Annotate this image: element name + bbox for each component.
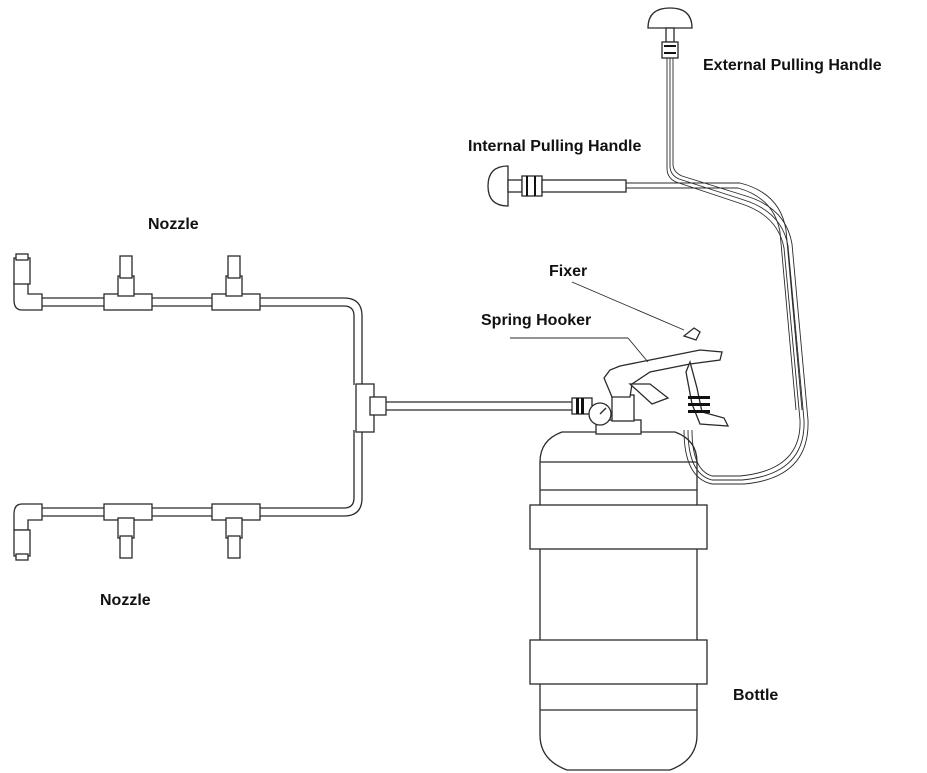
pull-knob-icon <box>487 165 509 207</box>
external-pulling-handle <box>647 7 693 59</box>
manifold <box>260 297 387 517</box>
label-bottle: Bottle <box>733 687 779 704</box>
valve-assembly <box>571 327 730 427</box>
fixer-leader-line <box>571 281 685 331</box>
nozzle-6-icon <box>227 535 241 559</box>
pull-cables <box>625 58 809 485</box>
label-nozzle-top: Nozzle <box>148 216 199 233</box>
fixer-clip <box>682 327 701 341</box>
bottle <box>529 419 708 771</box>
nozzle-5-icon <box>119 535 133 559</box>
discharge-pipe <box>384 401 572 411</box>
label-spring-hooker: Spring Hooker <box>481 312 592 329</box>
nozzle-3-icon <box>227 255 241 279</box>
label-internal-pulling-handle: Internal Pulling Handle <box>468 138 642 155</box>
label-nozzle-bottom: Nozzle <box>100 592 151 609</box>
t-handle-icon <box>647 7 693 29</box>
label-fixer: Fixer <box>549 263 588 280</box>
spring-hooker <box>603 349 723 398</box>
nozzle-2-icon <box>119 255 133 279</box>
nozzle-branch-bottom <box>13 503 261 561</box>
nozzle-4-icon <box>13 529 31 557</box>
internal-pulling-handle <box>487 165 627 207</box>
nozzle-branch-top <box>13 253 261 311</box>
nozzle-1-icon <box>13 257 31 285</box>
label-external-pulling-handle: External Pulling Handle <box>703 57 882 74</box>
